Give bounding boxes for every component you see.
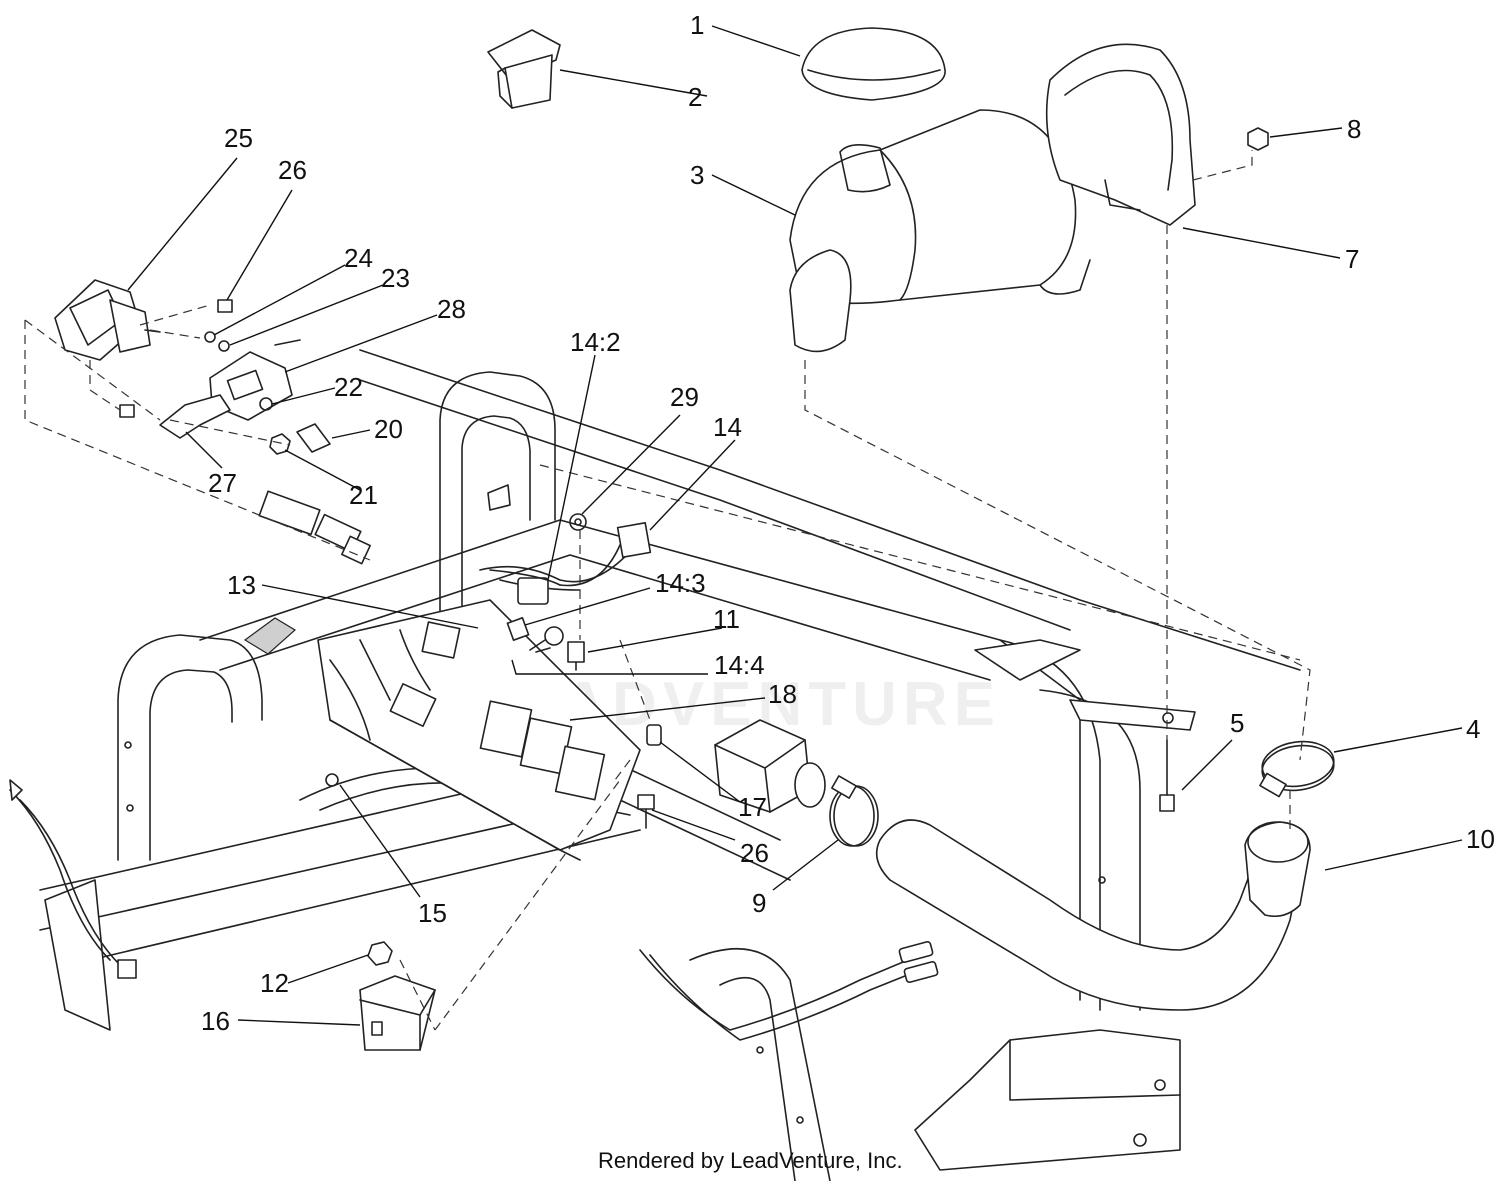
leader-17	[659, 741, 741, 803]
leader-5	[1181, 739, 1233, 791]
part-15-grommet	[325, 773, 339, 787]
callout-18: 18	[768, 679, 797, 709]
leader-10	[1324, 839, 1463, 871]
callout-9: 9	[752, 888, 766, 918]
frame-assembly	[39, 349, 1301, 1181]
callout-26b: 26	[740, 838, 769, 868]
part-12-nut	[367, 941, 393, 966]
leader-11	[587, 627, 723, 653]
part-1-filter-cap	[801, 27, 946, 101]
leader-13	[261, 584, 479, 629]
callout-2: 2	[688, 82, 702, 112]
leader-3	[711, 174, 796, 216]
leader-9	[772, 839, 839, 891]
leader-26b	[651, 809, 736, 841]
callout-4: 4	[1466, 714, 1480, 744]
leader-lines	[127, 25, 1463, 1026]
callout-22: 22	[334, 372, 363, 402]
leader-8	[1269, 127, 1343, 138]
leader-2	[559, 69, 708, 97]
callout-15: 15	[418, 898, 447, 928]
callout-16: 16	[201, 1006, 230, 1036]
part-26-bolt-lower	[637, 794, 655, 829]
leader-27	[185, 431, 223, 469]
part-5-bolt	[1159, 739, 1175, 812]
callout-5: 5	[1230, 708, 1244, 738]
callout-25: 25	[224, 123, 253, 153]
leader-14	[649, 439, 736, 531]
callout-8: 8	[1347, 114, 1361, 144]
callout-21: 21	[349, 480, 378, 510]
switch-mount-bolt	[119, 404, 135, 418]
leader-14-2	[547, 354, 596, 581]
leader-14-3	[524, 587, 651, 626]
leader-18	[569, 697, 766, 721]
part-26-bolt-upper	[217, 299, 233, 313]
part-8-nut	[1247, 127, 1269, 151]
callout-23: 23	[381, 263, 410, 293]
callout-12: 12	[260, 968, 289, 998]
harness-connector	[258, 490, 371, 565]
part-25-ignition-switch	[54, 279, 161, 361]
part-11-bolt	[535, 641, 585, 671]
callout-20: 20	[374, 414, 403, 444]
part-4-hose-clamp	[1259, 740, 1335, 798]
callout-11: 11	[713, 604, 740, 634]
callout-14: 14	[713, 412, 742, 442]
part-16-relay	[359, 975, 436, 1051]
part-7-bracket	[1045, 43, 1196, 226]
leader-4	[1333, 727, 1463, 753]
callout-14-2: 14:2	[570, 327, 621, 357]
callout-7: 7	[1345, 244, 1359, 274]
leader-29	[581, 414, 681, 515]
part-27-key	[159, 369, 264, 439]
part-9-hose-clamp	[829, 775, 879, 847]
leader-15	[339, 784, 421, 898]
leader-24	[213, 264, 346, 336]
part-24-washer	[204, 331, 216, 343]
leader-20	[331, 429, 371, 439]
part-14-connector	[489, 521, 652, 587]
callout-14-3: 14:3	[655, 568, 706, 598]
ring-terminal	[529, 626, 564, 651]
part-10-intake-hose	[875, 819, 1311, 1011]
fuse-relay-block	[317, 577, 641, 861]
valve-assembly	[714, 719, 826, 813]
callout-1: 1	[690, 10, 704, 40]
part-23-nut	[218, 340, 230, 352]
callout-28: 28	[437, 294, 466, 324]
callout-3: 3	[690, 160, 704, 190]
callout-10: 10	[1466, 824, 1495, 854]
leader-22	[271, 387, 336, 405]
leader-7	[1182, 227, 1341, 259]
part-17-screw	[646, 724, 662, 746]
callout-27: 27	[208, 468, 237, 498]
part-3-air-cleaner	[789, 109, 1091, 353]
leader-25	[127, 157, 238, 291]
part-29-star-washer	[569, 513, 587, 531]
callout-13: 13	[227, 570, 256, 600]
callout-labels: 1 2 3 4 5 7 8 9 10 11 12 13 14 14:2 14:3…	[201, 10, 1495, 1036]
callout-14-4: 14:4	[714, 650, 765, 680]
leader-14-4	[511, 659, 708, 675]
leader-16	[237, 1019, 361, 1026]
part-20-spacer	[296, 423, 331, 453]
leader-21	[284, 449, 361, 491]
callout-29: 29	[670, 382, 699, 412]
callout-24: 24	[344, 243, 373, 273]
render-credit: Rendered by LeadVenture, Inc.	[598, 1148, 903, 1173]
callout-17: 17	[738, 792, 767, 822]
leader-28	[284, 314, 438, 373]
leader-23	[229, 284, 384, 346]
leader-1	[711, 25, 801, 57]
assembly-lines	[24, 150, 1311, 1031]
part-2-switch	[487, 29, 561, 109]
leader-26a	[226, 189, 293, 301]
leader-12	[287, 954, 369, 984]
callout-26a: 26	[278, 155, 307, 185]
